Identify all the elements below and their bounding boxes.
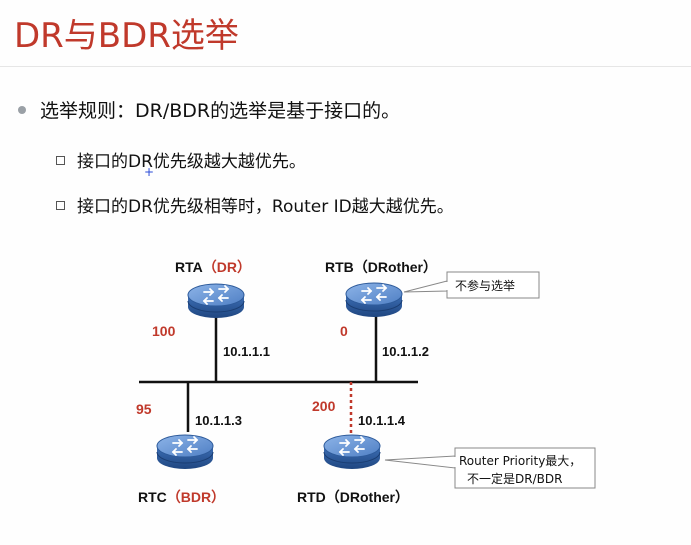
rtb-label: RTB（DRother） — [325, 259, 437, 275]
router-icon — [345, 282, 403, 318]
rta-priority: 100 — [152, 323, 176, 339]
callout-rtd-line1: Router Priority最大， — [459, 454, 581, 468]
callout-rtd: Router Priority最大， 不一定是DR/BDR — [384, 447, 596, 489]
callout-rtd-line2: 不一定是DR/BDR — [467, 471, 562, 486]
rta-label: RTA（DR） — [175, 259, 251, 275]
sub-bullet-2-text: 接口的DR优先级相等时，Router ID越大越优先。 — [77, 197, 454, 217]
rtd-ip: 10.1.1.4 — [358, 413, 406, 428]
bullet-square-icon — [56, 155, 65, 165]
rtd-label: RTD（DRother） — [297, 489, 409, 505]
callout-rtb-text: 不参与选举 — [455, 278, 515, 293]
router-icon — [323, 434, 381, 470]
rtd-priority: 200 — [312, 398, 336, 414]
title-divider — [0, 66, 691, 67]
rtc-priority: 95 — [136, 401, 152, 417]
sub-bullet-2: 接口的DR优先级相等时，Router ID越大越优先。 — [56, 192, 454, 217]
callout-rtb: 不参与选举 — [403, 271, 540, 299]
bullet-square-icon — [56, 200, 65, 210]
rta-ip: 10.1.1.1 — [223, 344, 270, 359]
bullet-main-text: 选举规则：DR/BDR的选举是基于接口的。 — [40, 100, 401, 122]
router-icon — [156, 434, 214, 470]
bullet-main: 选举规则：DR/BDR的选举是基于接口的。 — [18, 96, 400, 123]
rtb-priority: 0 — [340, 323, 348, 339]
rtc-label: RTC（BDR） — [138, 489, 225, 505]
cursor-crosshair-icon: + — [144, 165, 155, 179]
router-icon — [187, 283, 245, 319]
slide-title: DR与BDR选举 — [14, 16, 239, 56]
rtb-ip: 10.1.1.2 — [382, 344, 429, 359]
bullet-dot-icon — [18, 105, 26, 114]
rtc-ip: 10.1.1.3 — [195, 413, 242, 428]
sub-bullet-1: 接口的DR优先级越大越优先。 — [56, 147, 306, 172]
sub-bullet-1-text: 接口的DR优先级越大越优先。 — [77, 152, 306, 172]
